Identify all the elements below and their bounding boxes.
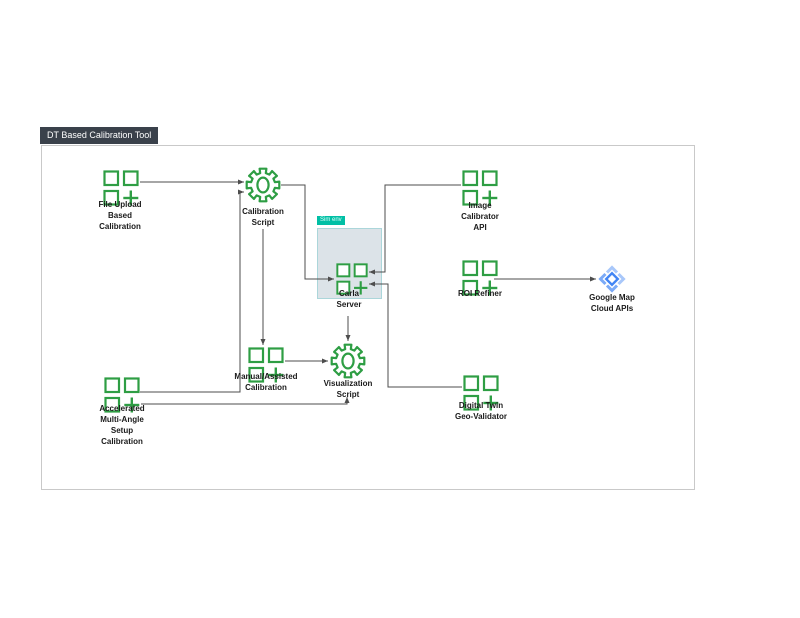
roi-refiner-label: ROI Refiner <box>457 289 502 298</box>
edge-calibration-script-to-carla-server[interactable] <box>281 184 334 282</box>
accelerated-multi-angle-setup-calibration-icon[interactable] <box>104 377 140 413</box>
calibration-script-icon[interactable] <box>245 167 281 203</box>
google-map-cloud-apis-icon[interactable] <box>598 265 626 293</box>
manual-assisted-calibration-icon[interactable] <box>248 347 284 383</box>
digital-twin-geo-validator-icon[interactable] <box>463 375 499 411</box>
frame-title-badge[interactable]: DT Based Calibration Tool <box>40 127 159 144</box>
carla-server-icon[interactable] <box>336 263 368 295</box>
edge-digital-twin-geo-validator-to-carla-server[interactable] <box>369 281 462 388</box>
roi-refiner-icon[interactable] <box>462 260 498 296</box>
edge-accelerated-multi-angle-setup-calibration-to-calibration-script[interactable] <box>140 189 244 393</box>
edge-accelerated-multi-angle-setup-calibration-to-visualization-script[interactable] <box>141 397 350 405</box>
visualization-script-icon[interactable] <box>330 343 366 379</box>
image-calibrator-api-icon[interactable] <box>462 170 498 206</box>
diagram-frame[interactable] <box>41 145 695 490</box>
carla-server-group-badge[interactable]: Sim env <box>317 216 345 225</box>
edge-image-calibrator-api-to-carla-server[interactable] <box>369 184 461 275</box>
file-upload-based-calibration-icon[interactable] <box>103 170 139 206</box>
